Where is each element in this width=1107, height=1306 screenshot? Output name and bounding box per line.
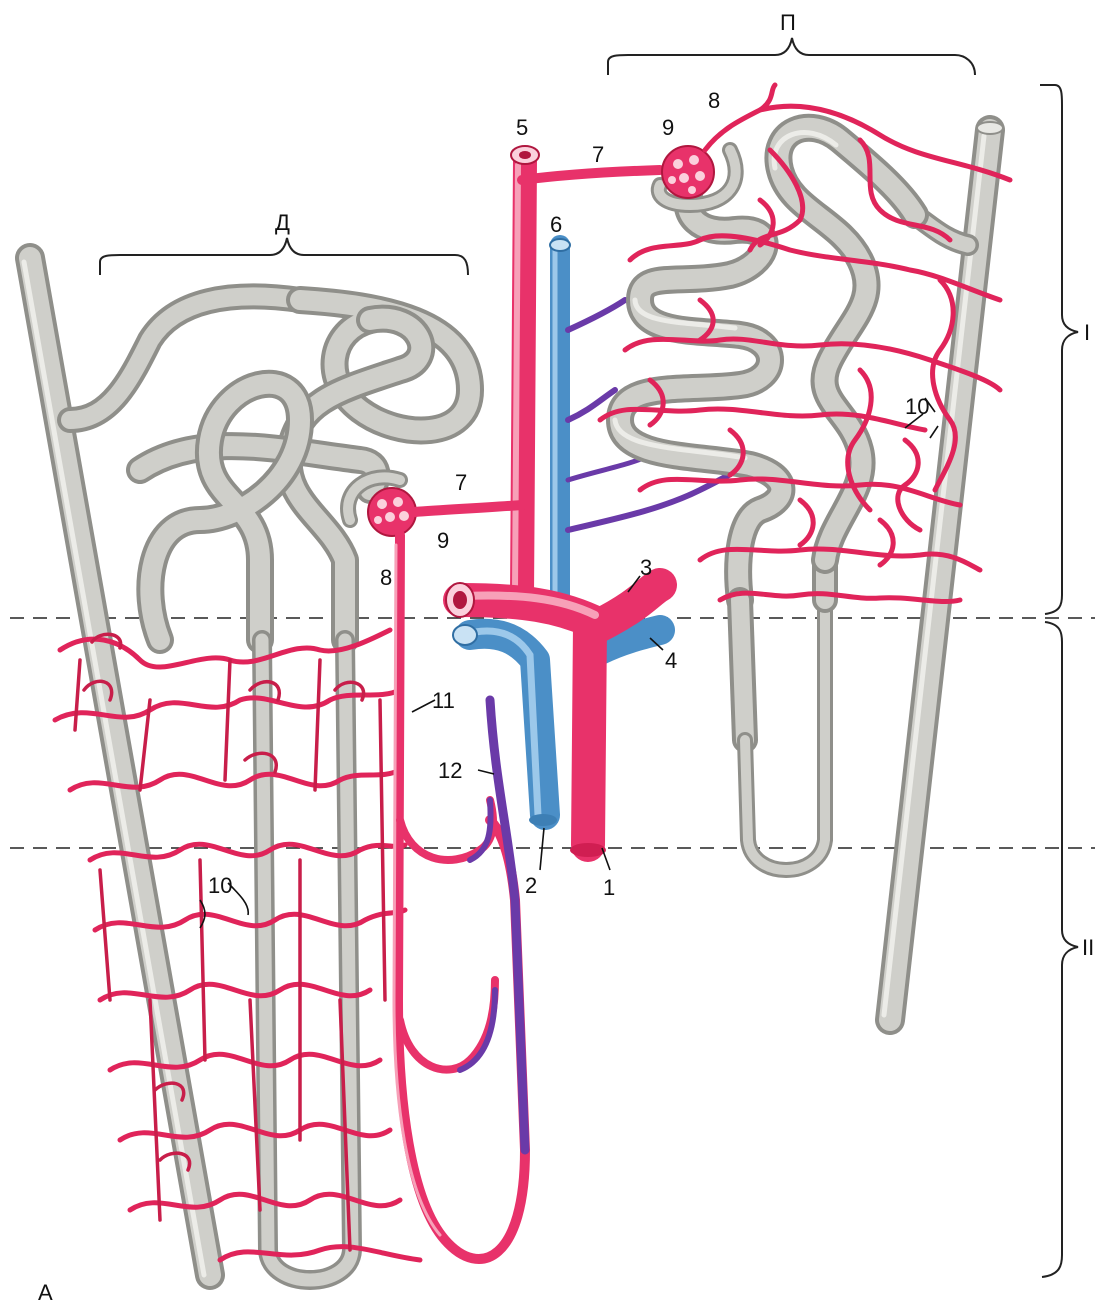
figure-corner-label: A	[38, 1280, 53, 1305]
label-1: 1	[603, 875, 615, 900]
brace-right-nephron	[608, 38, 975, 75]
left-proximal-convolution	[150, 384, 300, 640]
label-5: 5	[516, 115, 528, 140]
interlobular-artery	[511, 146, 539, 595]
label-12: 12	[438, 758, 462, 783]
right-loop-of-henle	[740, 560, 825, 870]
right-glomerulus	[659, 146, 736, 205]
label-9-right: 9	[662, 115, 674, 140]
label-7-right: 7	[592, 142, 604, 167]
label-zone-lower: II	[1082, 935, 1094, 960]
brace-zone-upper	[1040, 85, 1078, 614]
label-6: 6	[550, 212, 562, 237]
label-4: 4	[665, 648, 677, 673]
left-distal-convolution	[140, 300, 470, 640]
left-loop-of-henle	[262, 640, 352, 1280]
label-9-left: 9	[437, 528, 449, 553]
brace-left-nephron	[100, 238, 468, 275]
label-left-nephron: Д	[275, 210, 290, 235]
label-8-left: 8	[380, 565, 392, 590]
right-collecting-duct	[884, 122, 1003, 1020]
label-8-right: 8	[708, 88, 720, 113]
arcuate-vein	[453, 625, 660, 826]
label-10-right: 10	[905, 394, 929, 419]
label-7-left: 7	[455, 470, 467, 495]
label-10-left: 10	[208, 873, 232, 898]
brace-zone-lower	[1042, 622, 1078, 1277]
label-3: 3	[640, 555, 652, 580]
label-2: 2	[525, 873, 537, 898]
label-11: 11	[432, 688, 455, 713]
label-right-nephron: П	[780, 10, 796, 35]
label-zone-upper: I	[1084, 320, 1090, 345]
